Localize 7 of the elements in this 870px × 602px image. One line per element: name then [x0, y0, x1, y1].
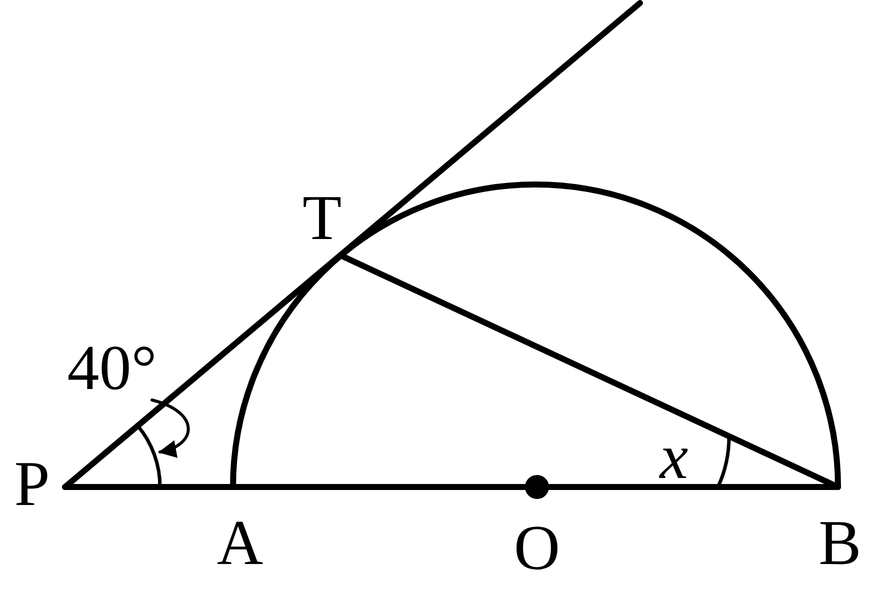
- point-label: T: [302, 186, 342, 250]
- angle-label: 40°: [67, 336, 157, 400]
- point-label: O: [514, 516, 560, 580]
- point-label: B: [818, 511, 862, 575]
- point-label: A: [216, 511, 264, 575]
- angle-label: x: [660, 425, 688, 489]
- point-label: P: [14, 452, 50, 516]
